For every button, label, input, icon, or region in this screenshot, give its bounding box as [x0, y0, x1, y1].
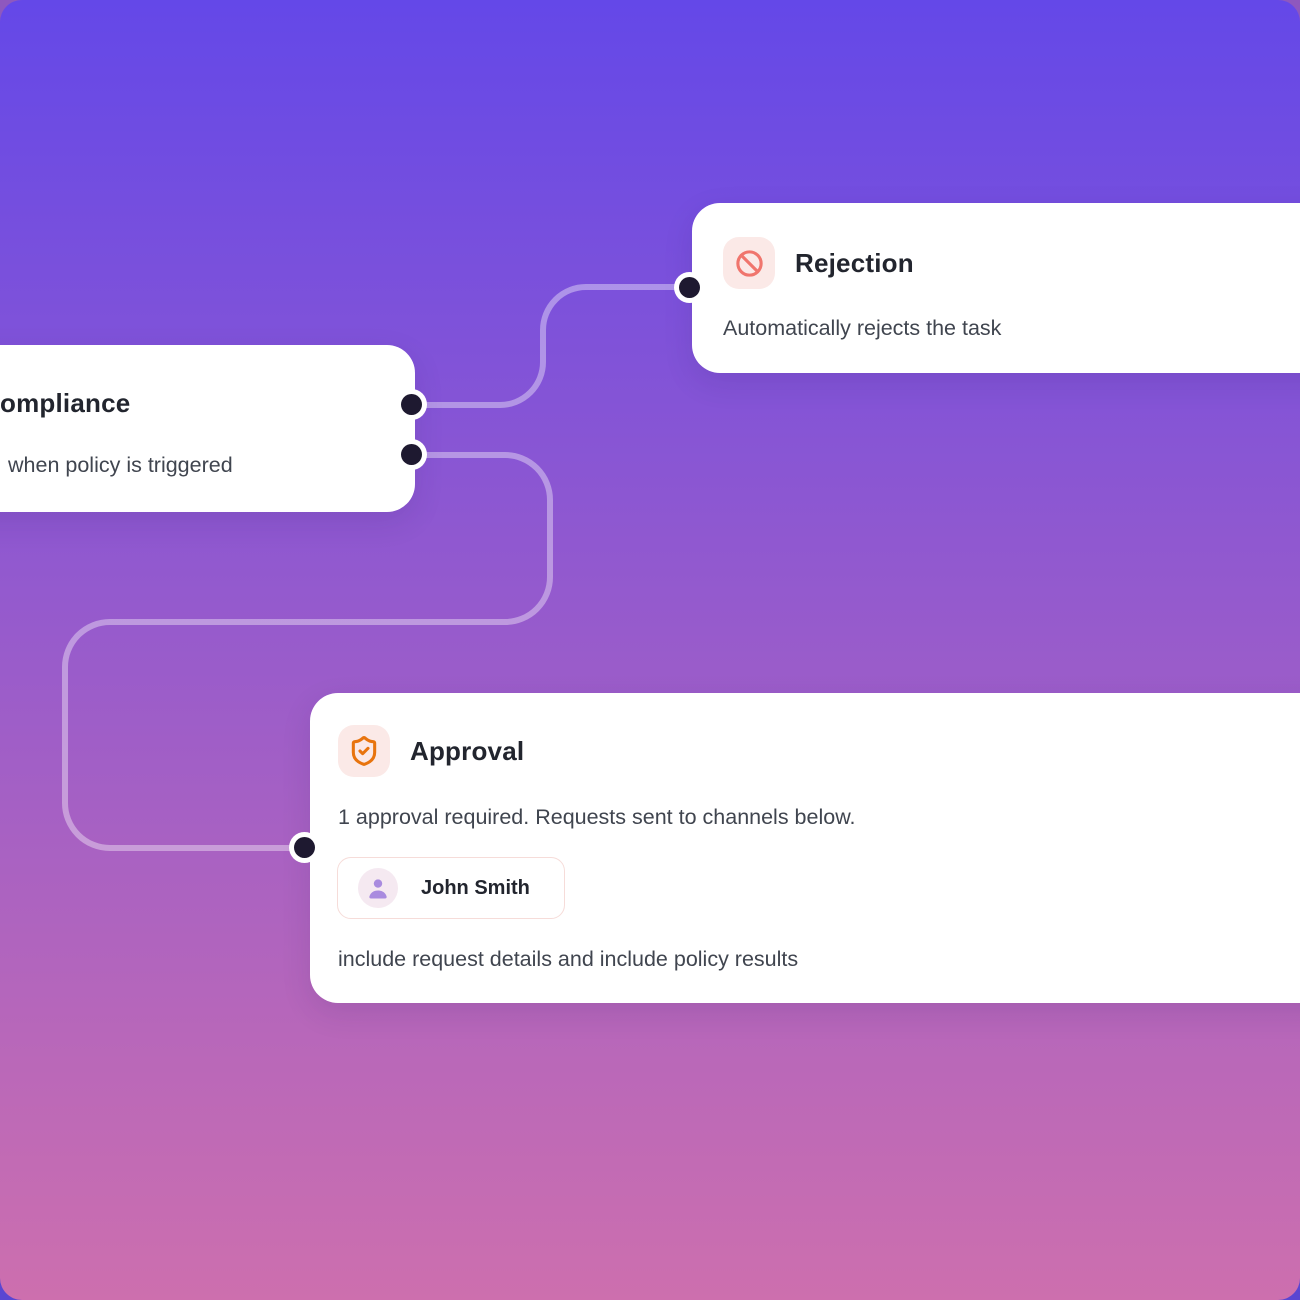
compliance-description: when policy is triggered: [8, 453, 233, 477]
port-compliance-output-top[interactable]: [396, 389, 427, 420]
connector-compliance-to-approval: [62, 452, 553, 851]
port-approval-input[interactable]: [289, 832, 320, 863]
rejection-description: Automatically rejects the task: [723, 316, 1002, 340]
port-rejection-input[interactable]: [674, 272, 705, 303]
ban-icon: [734, 248, 765, 279]
approval-description: 1 approval required. Requests sent to ch…: [338, 805, 856, 829]
shield-check-icon: [348, 735, 380, 767]
approver-name: John Smith: [421, 876, 530, 899]
person-icon: [364, 874, 392, 902]
node-compliance[interactable]: ompliance when policy is triggered: [0, 345, 415, 512]
compliance-title: ompliance: [0, 388, 131, 418]
node-rejection[interactable]: Rejection Automatically rejects the task: [692, 203, 1300, 373]
avatar: [358, 868, 398, 908]
approval-detail: include request details and include poli…: [338, 947, 799, 971]
rejection-title: Rejection: [795, 248, 914, 278]
rejection-icon-box: [723, 237, 775, 289]
node-approval[interactable]: Approval 1 approval required. Requests s…: [310, 693, 1300, 1003]
connector-compliance-to-rejection: [409, 284, 693, 408]
port-compliance-output-bottom[interactable]: [396, 439, 427, 470]
approver-chip[interactable]: John Smith: [337, 857, 565, 919]
approval-icon-box: [338, 725, 390, 777]
approval-title: Approval: [410, 736, 525, 766]
